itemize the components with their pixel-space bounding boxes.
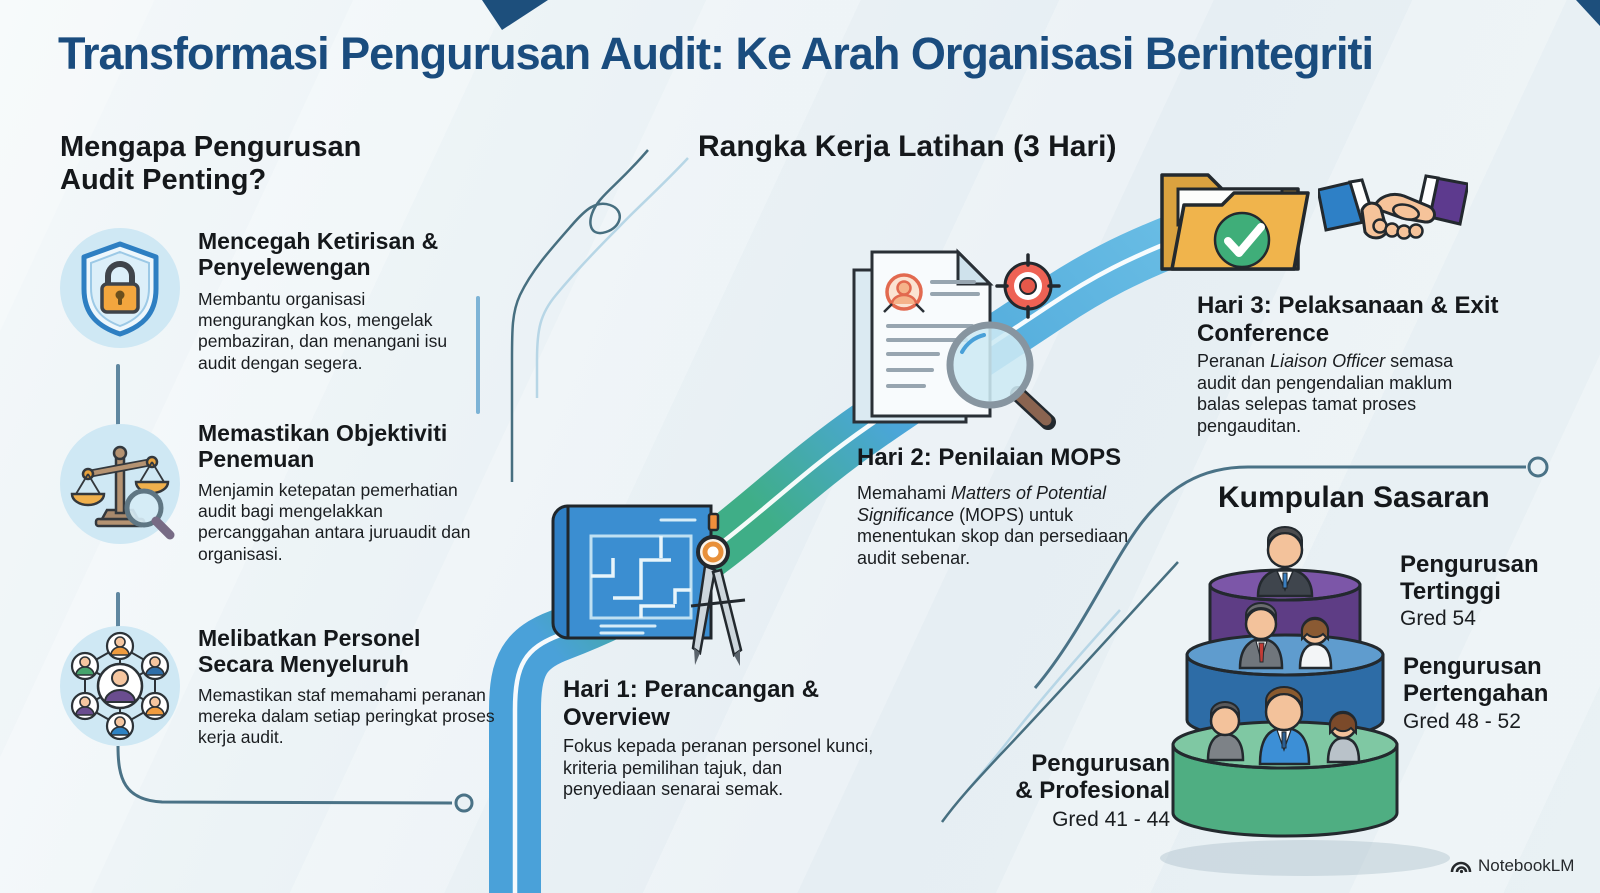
tier3-grade: Gred 41 - 44 xyxy=(1052,808,1170,831)
day1-title: Hari 1: Perancangan & Overview xyxy=(563,676,820,731)
why-section-heading: Mengapa Pengurusan Audit Penting? xyxy=(60,131,362,196)
people-network-icon xyxy=(60,626,180,746)
tier1-label: Pengurusan Tertinggi xyxy=(1400,551,1539,606)
tier-professional-group xyxy=(1171,686,1399,838)
top-accent-triangle-right xyxy=(1576,0,1600,26)
day3-title: Hari 3: Pelaksanaan & Exit Conference xyxy=(1197,292,1499,347)
why-item-title: Melibatkan Personel Secara Menyeluruh xyxy=(198,625,421,678)
day3-body: Peranan Liaison Officer semasa audit dan… xyxy=(1197,351,1454,436)
why-item-title: Mencegah Ketirisan & Penyelewengan xyxy=(198,228,439,281)
tier3-label: Pengurusan & Profesional xyxy=(1015,750,1170,805)
why-item-title: Memastikan Objektiviti Penemuan xyxy=(198,420,448,473)
top-accent-triangle-left xyxy=(482,0,548,30)
document-magnifier-target-icon xyxy=(852,248,1061,430)
day2-body: Memahami Matters of Potential Significan… xyxy=(857,483,1129,568)
page-title: Transformasi Pengurusan Audit: Ke Arah O… xyxy=(58,28,1374,79)
diagonal-decor-bottom xyxy=(940,561,1179,823)
why-item-connectors xyxy=(116,296,480,634)
why-item-body: Memastikan staf memahami peranan mereka … xyxy=(198,685,495,748)
framework-heading: Rangka Kerja Latihan (3 Hari) xyxy=(698,130,1117,163)
folder-check-icon xyxy=(1160,173,1310,271)
target-section-heading: Kumpulan Sasaran xyxy=(1218,481,1490,514)
target-group-tiers-illustration xyxy=(1160,526,1450,876)
tier2-grade: Gred 48 - 52 xyxy=(1403,710,1521,733)
scales-magnifier-icon xyxy=(60,424,180,544)
blueprint-compass-icon xyxy=(551,504,746,666)
tier1-grade: Gred 54 xyxy=(1400,607,1476,630)
watermark-text: NotebookLM xyxy=(1478,856,1575,875)
why-item-body: Menjamin ketepatan pemerhatian audit bag… xyxy=(198,480,471,564)
watermark: NotebookLM xyxy=(1449,856,1574,876)
notebooklm-logo-icon xyxy=(1450,861,1472,874)
day2-title: Hari 2: Penilaian MOPS xyxy=(857,444,1122,471)
chain-decor-top xyxy=(510,149,689,482)
tier2-label: Pengurusan Pertengahan xyxy=(1403,653,1549,708)
day1-body: Fokus kepada peranan personel kunci, kri… xyxy=(563,736,874,800)
why-item-body: Membantu organisasi mengurangkan kos, me… xyxy=(198,289,448,373)
why-end-connector xyxy=(116,745,474,813)
handshake-icon xyxy=(1318,174,1468,240)
target-section-connector xyxy=(1033,456,1549,689)
shield-lock-icon xyxy=(60,228,180,348)
target-crosshair xyxy=(995,253,1061,319)
